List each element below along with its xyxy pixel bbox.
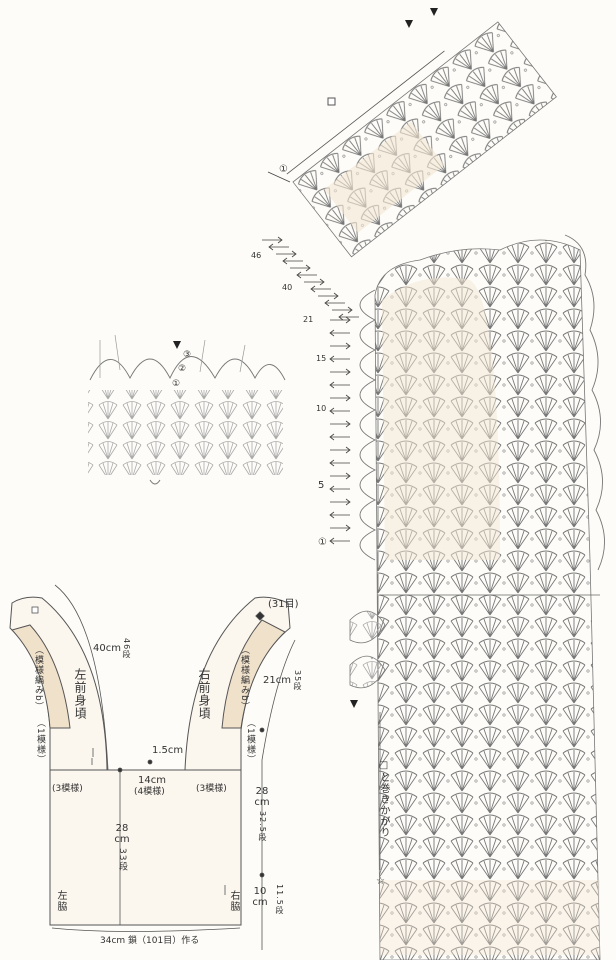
row-arrow (330, 368, 351, 376)
row-arrow (332, 306, 353, 314)
join-marker-icon (350, 700, 358, 708)
row-arrow (330, 394, 351, 402)
right-upper-rows: 35段 (293, 670, 302, 692)
neck-repeats: (4模様) (134, 787, 165, 797)
row-label-1-top: ① (279, 164, 288, 175)
top-strip-chart (286, 21, 557, 258)
row-arrow (330, 342, 351, 350)
row-arrow (262, 236, 283, 244)
sample-marker-icon (173, 341, 181, 349)
row-arrow (329, 329, 350, 337)
sample-row-3: ③ (183, 350, 192, 360)
row-arrow (330, 316, 351, 324)
row-arrow (304, 278, 325, 286)
sample-chart (88, 334, 286, 485)
strap-length: 40cm (93, 643, 121, 654)
pattern-b-right: （模様編みb） (239, 645, 249, 712)
start-marker-icon (405, 20, 413, 28)
pattern-b-left: （模様編みb） (33, 645, 43, 712)
left-side-label: 左脇 (55, 890, 66, 912)
center-offset: 1.5cm (152, 745, 184, 756)
row-label-40: 40 (282, 283, 293, 292)
three-repeat-left: (3模様) (52, 784, 83, 794)
row-arrow (330, 498, 351, 506)
whipstitch-note: □と巻きかがり (378, 760, 389, 838)
row-label-10: 10 (316, 404, 327, 413)
strap-stitches: (31目) (268, 599, 299, 610)
row-arrow (329, 537, 350, 545)
three-repeat-right: (3模様) (196, 784, 227, 794)
row-arrow (329, 485, 350, 493)
right-scallop-edge (564, 234, 605, 571)
row-arrow (338, 313, 359, 321)
row-arrow (330, 524, 351, 532)
row-label-5: 5 (318, 480, 325, 491)
right-side-label: 右脇 (228, 890, 239, 912)
right-mid-rows: 32.5段 (258, 811, 267, 842)
row-arrow (330, 420, 351, 428)
sample-row-1: ① (172, 379, 181, 389)
row-label-1: ① (318, 537, 327, 548)
right-low-rows: 11.5段 (275, 884, 284, 915)
row-arrow (310, 285, 331, 293)
base-chain: 34cm 鎖（101目）作る (100, 936, 200, 946)
garment-schematic (9, 596, 291, 926)
body-rows: 33段 (117, 848, 127, 872)
edge-motifs (349, 610, 600, 955)
row-arrow (329, 459, 350, 467)
square-marker-icon (327, 97, 336, 106)
right-low-length: 10 cm (252, 886, 268, 908)
row-direction-arrows (262, 236, 359, 545)
row-arrow (324, 299, 345, 307)
one-repeat-left: （1模様） (35, 718, 45, 765)
star-mark: ☆ (376, 876, 385, 887)
right-upper-length: 21cm (263, 675, 291, 686)
row-arrow (329, 433, 350, 441)
row-arrow (330, 472, 351, 480)
row-arrow (290, 264, 311, 272)
row-arrow (318, 292, 339, 300)
row-arrow (330, 446, 351, 454)
dimension-lines (31, 584, 296, 950)
one-repeat-right: （1模様） (245, 718, 255, 765)
start-arrow (267, 171, 291, 183)
right-front-label: 右前身頃 (197, 668, 211, 720)
row-arrow (268, 243, 289, 251)
sample-row-2: ② (178, 364, 187, 374)
row-arrow (329, 381, 350, 389)
row-arrow (282, 257, 303, 265)
neck-width: 14cm (138, 775, 166, 786)
row-label-21: 21 (303, 315, 314, 324)
row-arrow (329, 355, 350, 363)
left-front-label: 左前身頃 (73, 668, 87, 720)
strap-rows: 46段 (122, 638, 131, 660)
right-mid-length: 28 cm (254, 786, 270, 808)
row-arrow (296, 271, 317, 279)
end-marker-icon (430, 8, 438, 16)
body-height: 28 cm (114, 823, 130, 845)
scalloped-edge (359, 289, 377, 561)
row-label-46: 46 (251, 251, 262, 260)
row-arrow (329, 407, 350, 415)
row-label-15: 15 (316, 354, 327, 363)
row-arrow (276, 250, 297, 258)
main-chart (374, 239, 601, 960)
row-arrow (329, 511, 350, 519)
